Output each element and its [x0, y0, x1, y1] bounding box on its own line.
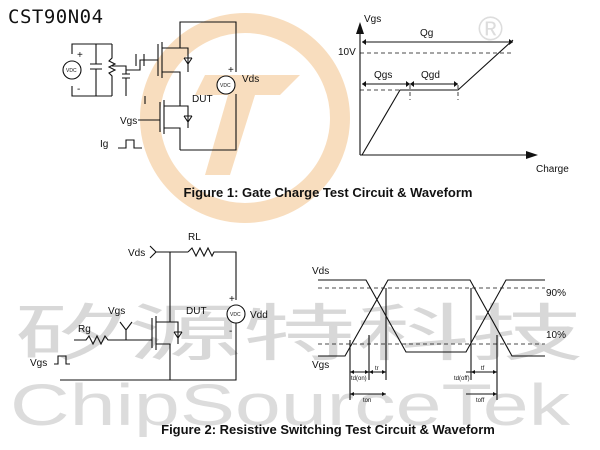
right-source-plus: +	[228, 65, 234, 76]
y-axis-label-fig1: Vgs	[364, 14, 381, 25]
toff-label: toff	[476, 398, 485, 404]
vds-label-fig1: Vds	[242, 74, 259, 85]
part-number: CST90N04	[8, 6, 104, 28]
vdd-source-plus: +	[229, 294, 235, 305]
gate-source-minus: -	[77, 84, 80, 95]
qgd-label: Qgd	[421, 70, 440, 81]
vgs-waveform-line	[318, 279, 545, 357]
vds-waveform-line	[318, 279, 545, 353]
level-10v-label: 10V	[338, 47, 356, 58]
qgs-label: Qgs	[374, 70, 392, 81]
dut-label-fig2: DUT	[186, 306, 207, 317]
vgs-label-fig2: Vgs	[108, 306, 125, 317]
watermark-cjk-text: 矽源特科技	[14, 297, 584, 370]
gate-charge-circuit: VDC + - VDC + Vds DUT Vgs Ig	[62, 21, 259, 151]
dut-label-fig1: DUT	[192, 94, 213, 105]
pct10-label: 10%	[546, 330, 566, 341]
pct90-label: 90%	[546, 288, 566, 299]
vdd-source-label: VDC	[230, 312, 241, 318]
switching-waveform: Vds Vgs 90% 10% td(on) tr td(off) tf ton…	[312, 266, 566, 404]
vds-vdc-source-icon	[216, 75, 236, 95]
watermark-latin-text: ChipSourceTek	[10, 373, 571, 438]
vgs-label-fig1: Vgs	[120, 116, 137, 127]
right-source-label: VDC	[220, 83, 231, 89]
gate-source-plus: +	[77, 50, 83, 61]
x-axis-label-fig1: Charge	[536, 164, 569, 175]
vds-label-wave: Vds	[312, 266, 329, 277]
gate-vdc-source-icon	[62, 60, 82, 80]
resistive-switching-circuit: Vds RL VDC + - Vdd DUT Vgs Rg Vgs	[30, 232, 268, 381]
ton-label: ton	[363, 398, 371, 404]
vgs-pulse-label: Vgs	[30, 358, 47, 369]
tr-label: tr	[375, 366, 379, 372]
rl-label: RL	[188, 232, 201, 243]
td-off-label: td(off)	[454, 376, 470, 382]
qg-label: Qg	[420, 28, 433, 39]
figure2-caption: Figure 2: Resistive Switching Test Circu…	[161, 422, 495, 437]
vgs-plateau-curve	[420, 39, 514, 91]
tf-label: tf	[481, 366, 485, 372]
figure1-caption: Figure 1: Gate Charge Test Circuit & Wav…	[183, 185, 473, 200]
rg-label: Rg	[78, 324, 91, 335]
vgs-rise-curve	[361, 89, 420, 156]
vds-label-fig2: Vds	[128, 248, 145, 259]
td-on-label: td(on)	[351, 376, 367, 382]
vdd-source-minus: -	[229, 326, 232, 337]
gate-charge-waveform: Vgs Charge 10V Qg Qgs Qgd	[338, 14, 569, 175]
ig-label: Ig	[100, 139, 108, 150]
vdd-label: Vdd	[250, 310, 268, 321]
gate-source-label: VDC	[66, 68, 77, 74]
vgs-label-wave: Vgs	[312, 360, 329, 371]
